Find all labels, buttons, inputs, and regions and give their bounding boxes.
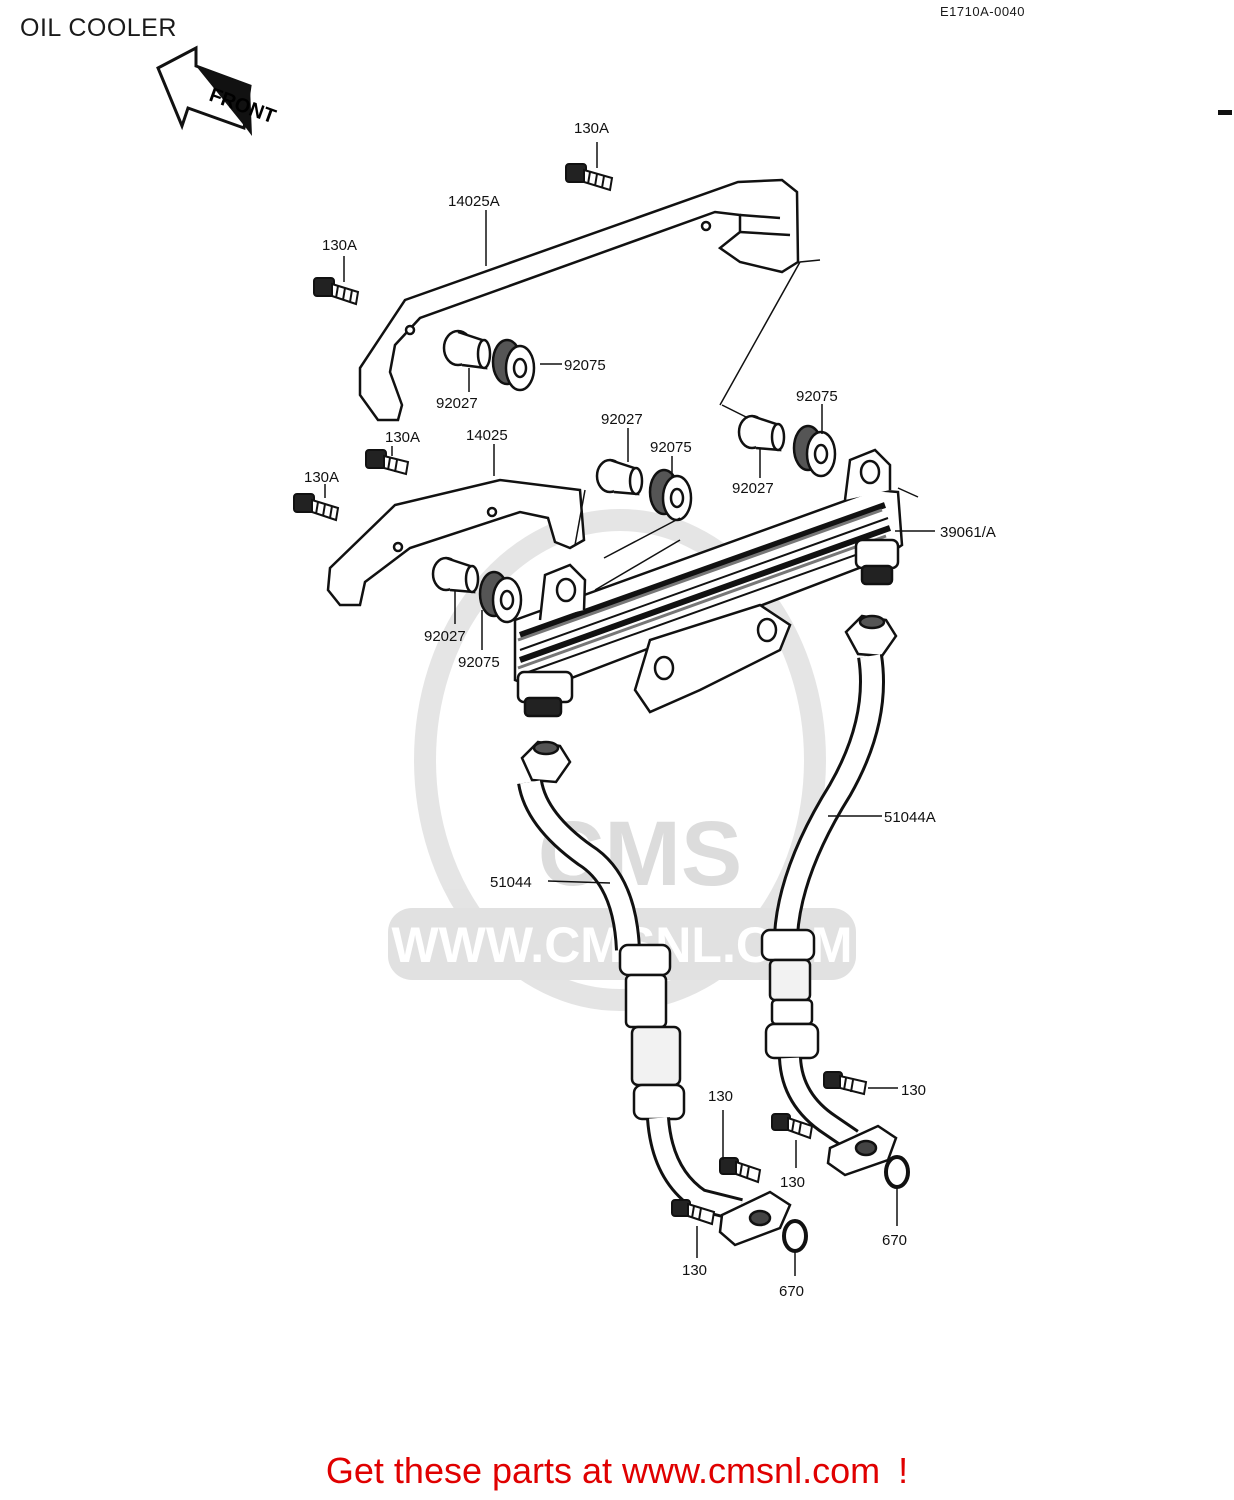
bolt-130-center-right (771, 1113, 814, 1140)
label-92027-mid: 92027 (601, 411, 643, 428)
bracket-14025 (326, 478, 586, 607)
label-14025a: 14025A (448, 193, 500, 210)
collar-92027-upper-right (737, 414, 786, 452)
footer-exclamation: ! (898, 1450, 909, 1491)
bolt-130a-left-mid (365, 449, 410, 476)
label-130a-left-upper: 130A (322, 237, 357, 254)
label-130a-left-mid: 130A (385, 429, 420, 446)
bolt-130-right (823, 1071, 868, 1096)
bolt-130a-left-upper (313, 277, 360, 306)
collar-92027-lower (431, 556, 480, 594)
oil-pipe-51044a (760, 614, 898, 1177)
label-130a-top: 130A (574, 120, 609, 137)
oring-670-right (884, 1155, 910, 1189)
bolt-130-lower-left (671, 1199, 716, 1226)
grommet-92075-upper-right (792, 424, 837, 478)
collar-92027-mid (595, 458, 644, 496)
leader-lines (324, 142, 935, 1276)
grommet-92075-upper-left (491, 338, 536, 392)
label-92027-upper-left: 92027 (436, 395, 478, 412)
diagram-code: E1710A-0040 (940, 4, 1026, 19)
part-labels: 130A 14025A 130A 92075 92027 92075 92027… (304, 120, 996, 1300)
label-92027-lower: 92027 (424, 628, 466, 645)
label-130-center-right: 130 (780, 1174, 805, 1191)
oil-cooler-39061a (513, 448, 904, 718)
label-130-right: 130 (901, 1082, 926, 1099)
oil-pipe-51044 (517, 740, 792, 1247)
oil-cooler-diagram: CMS WWW.CMSNL.COM FRONT (156, 45, 996, 1300)
bolt-130a-top (565, 163, 614, 192)
page-title: OIL COOLER (20, 14, 177, 42)
label-130-lower-left: 130 (682, 1262, 707, 1279)
label-92075-upper-left: 92075 (564, 357, 606, 374)
front-arrow: FRONT (156, 45, 279, 136)
label-92075-mid: 92075 (650, 439, 692, 456)
label-130a-left-lower: 130A (304, 469, 339, 486)
label-39061a: 39061/A (940, 524, 996, 541)
label-92027-upper-right: 92027 (732, 480, 774, 497)
label-670-right: 670 (882, 1232, 907, 1249)
grommet-92075-lower (478, 570, 523, 624)
footer-promo[interactable]: Get these parts at www.cmsnl.com! (0, 1450, 1234, 1492)
bolt-130-center-upper (719, 1157, 762, 1184)
label-92075-lower: 92075 (458, 654, 500, 671)
collar-92027-upper-left (442, 329, 492, 370)
grommet-92075-mid (648, 468, 693, 522)
label-130-center-upper: 130 (708, 1088, 733, 1105)
footer-text[interactable]: Get these parts at www.cmsnl.com (325, 1450, 881, 1491)
bracket-14025a (358, 178, 800, 422)
corner-mark (1218, 110, 1232, 115)
label-92075-upper-right: 92075 (796, 388, 838, 405)
bolt-130a-left-lower (293, 493, 340, 522)
label-51044: 51044 (490, 874, 532, 891)
label-14025: 14025 (466, 427, 508, 444)
label-670-center: 670 (779, 1283, 804, 1300)
oring-670-center (782, 1219, 808, 1253)
label-51044a: 51044A (884, 809, 936, 826)
